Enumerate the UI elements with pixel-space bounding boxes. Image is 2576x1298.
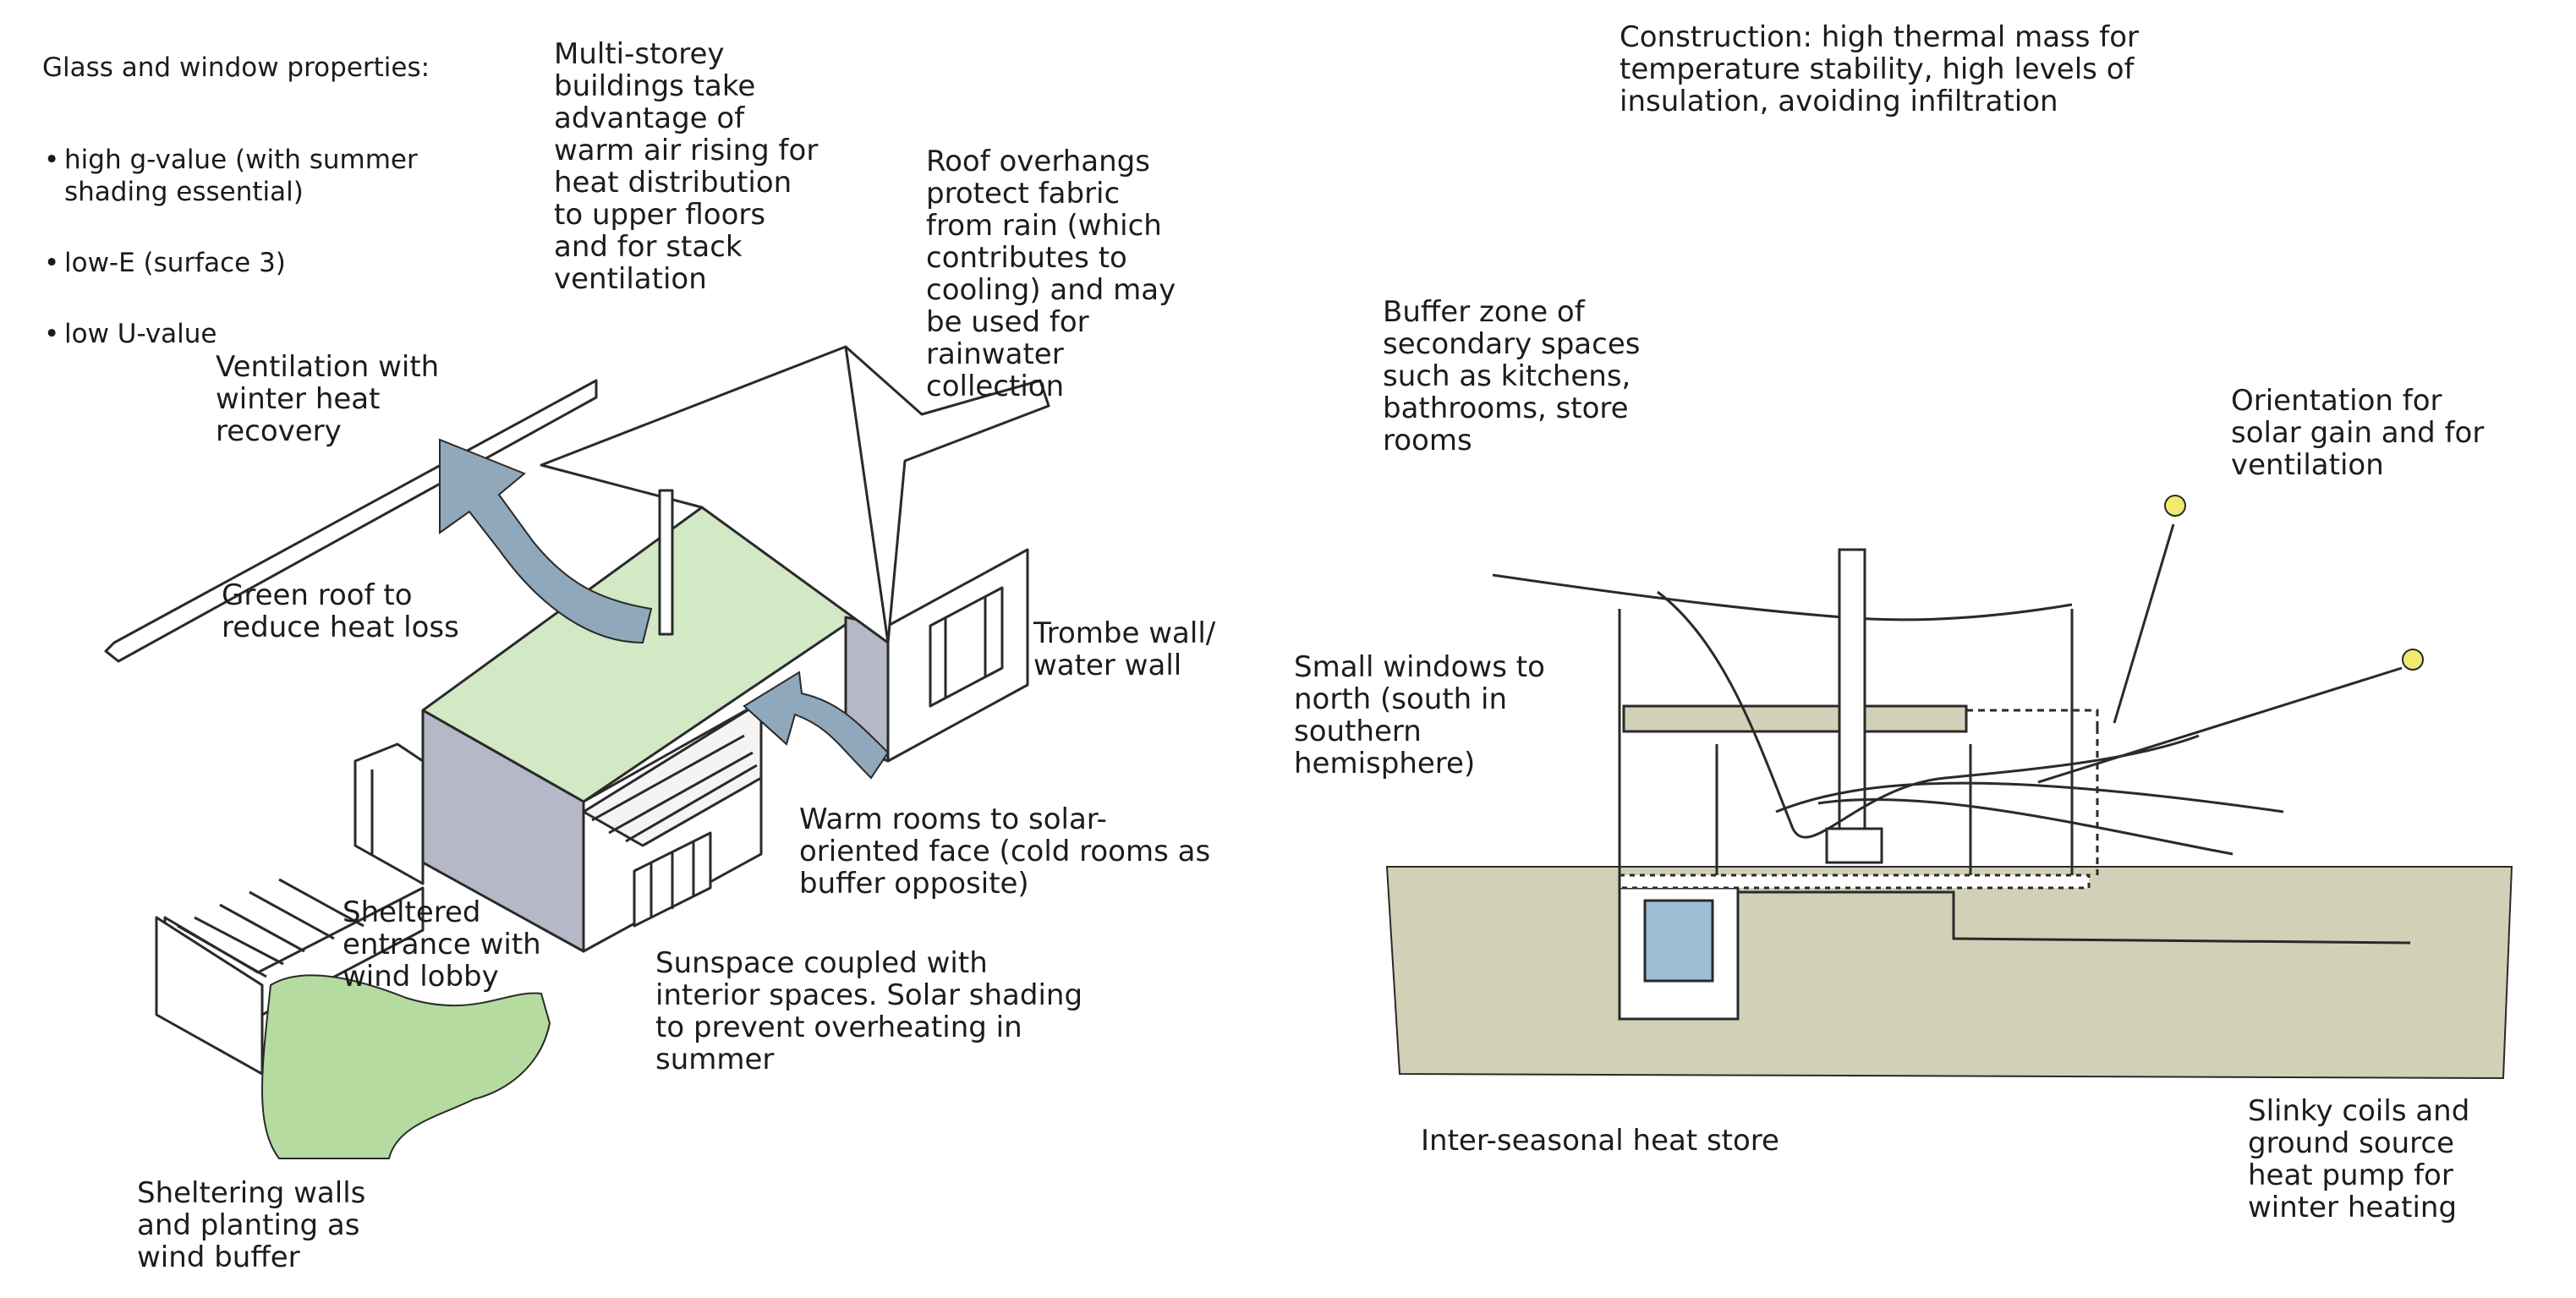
- construction-label: Construction: high thermal mass for temp…: [1620, 20, 2140, 118]
- glass-item-low-u: low U-value: [42, 318, 499, 350]
- small-windows-label: Small windows to north (south in souther…: [1294, 650, 1545, 780]
- sheltered-entrance-label: Sheltered entrance with wind lobby: [343, 895, 541, 994]
- sunspace: [582, 700, 763, 847]
- heat-store-label: Inter-seasonal heat store: [1421, 1124, 1779, 1158]
- back-wall: [104, 379, 598, 663]
- warm-air-arrow: [743, 671, 890, 780]
- airflow-arrows-left: [439, 438, 890, 780]
- entrance-lobby: [354, 742, 425, 885]
- ground: [1385, 866, 2513, 1080]
- upper-slab: [1622, 704, 1968, 733]
- sun-markers: [2164, 495, 2424, 671]
- floor-slab: [1618, 874, 2091, 890]
- house-walls: [1618, 609, 2074, 888]
- ventilation-label: Ventilation with winter heat recovery: [216, 350, 440, 448]
- sheltering-walls-label: Sheltering walls and planting as wind bu…: [137, 1176, 366, 1274]
- ventilation-arrow: [439, 438, 653, 644]
- glass-item-low-e: low-E (surface 3): [42, 247, 499, 279]
- ventilation-lines: [1657, 590, 2284, 856]
- glass-item-g-value: high g-value (with summer shading essent…: [42, 144, 499, 208]
- green-roof-label: Green roof to reduce heat loss: [222, 578, 459, 644]
- warm-rooms-label: Warm rooms to solar- oriented face (cold…: [799, 802, 1211, 901]
- glass-properties-title: Glass and window properties:: [42, 52, 430, 83]
- stack-pipe: [658, 489, 674, 636]
- heat-store-water: [1643, 899, 1714, 983]
- left-building-sketch: [104, 345, 1050, 1159]
- glass-properties-list: high g-value (with summer shading essent…: [42, 112, 499, 389]
- trombe-wall-label: Trombe wall/ water wall: [1033, 616, 1216, 682]
- roof-overhangs-label: Roof overhangs protect fabric from rain …: [926, 145, 1176, 403]
- right-section-sketch: [1385, 523, 2513, 1080]
- sunspace-label: Sunspace coupled with interior spaces. S…: [655, 946, 1083, 1076]
- multistorey-label: Multi-storey buildings take advantage of…: [554, 37, 819, 296]
- slinky-coils-label: Slinky coils and ground source heat pump…: [2248, 1094, 2470, 1224]
- sun-marker-upper: [2164, 495, 2186, 517]
- planting: [261, 974, 551, 1159]
- orientation-label: Orientation for solar gain and for venti…: [2231, 384, 2485, 482]
- sun-marker-lower: [2402, 649, 2424, 671]
- roof-line: [1492, 573, 2073, 622]
- roof-overhang: [540, 345, 1050, 644]
- buffer-zone-label: Buffer zone of secondary spaces such as …: [1383, 295, 1641, 457]
- sheltering-wall: [155, 916, 264, 1076]
